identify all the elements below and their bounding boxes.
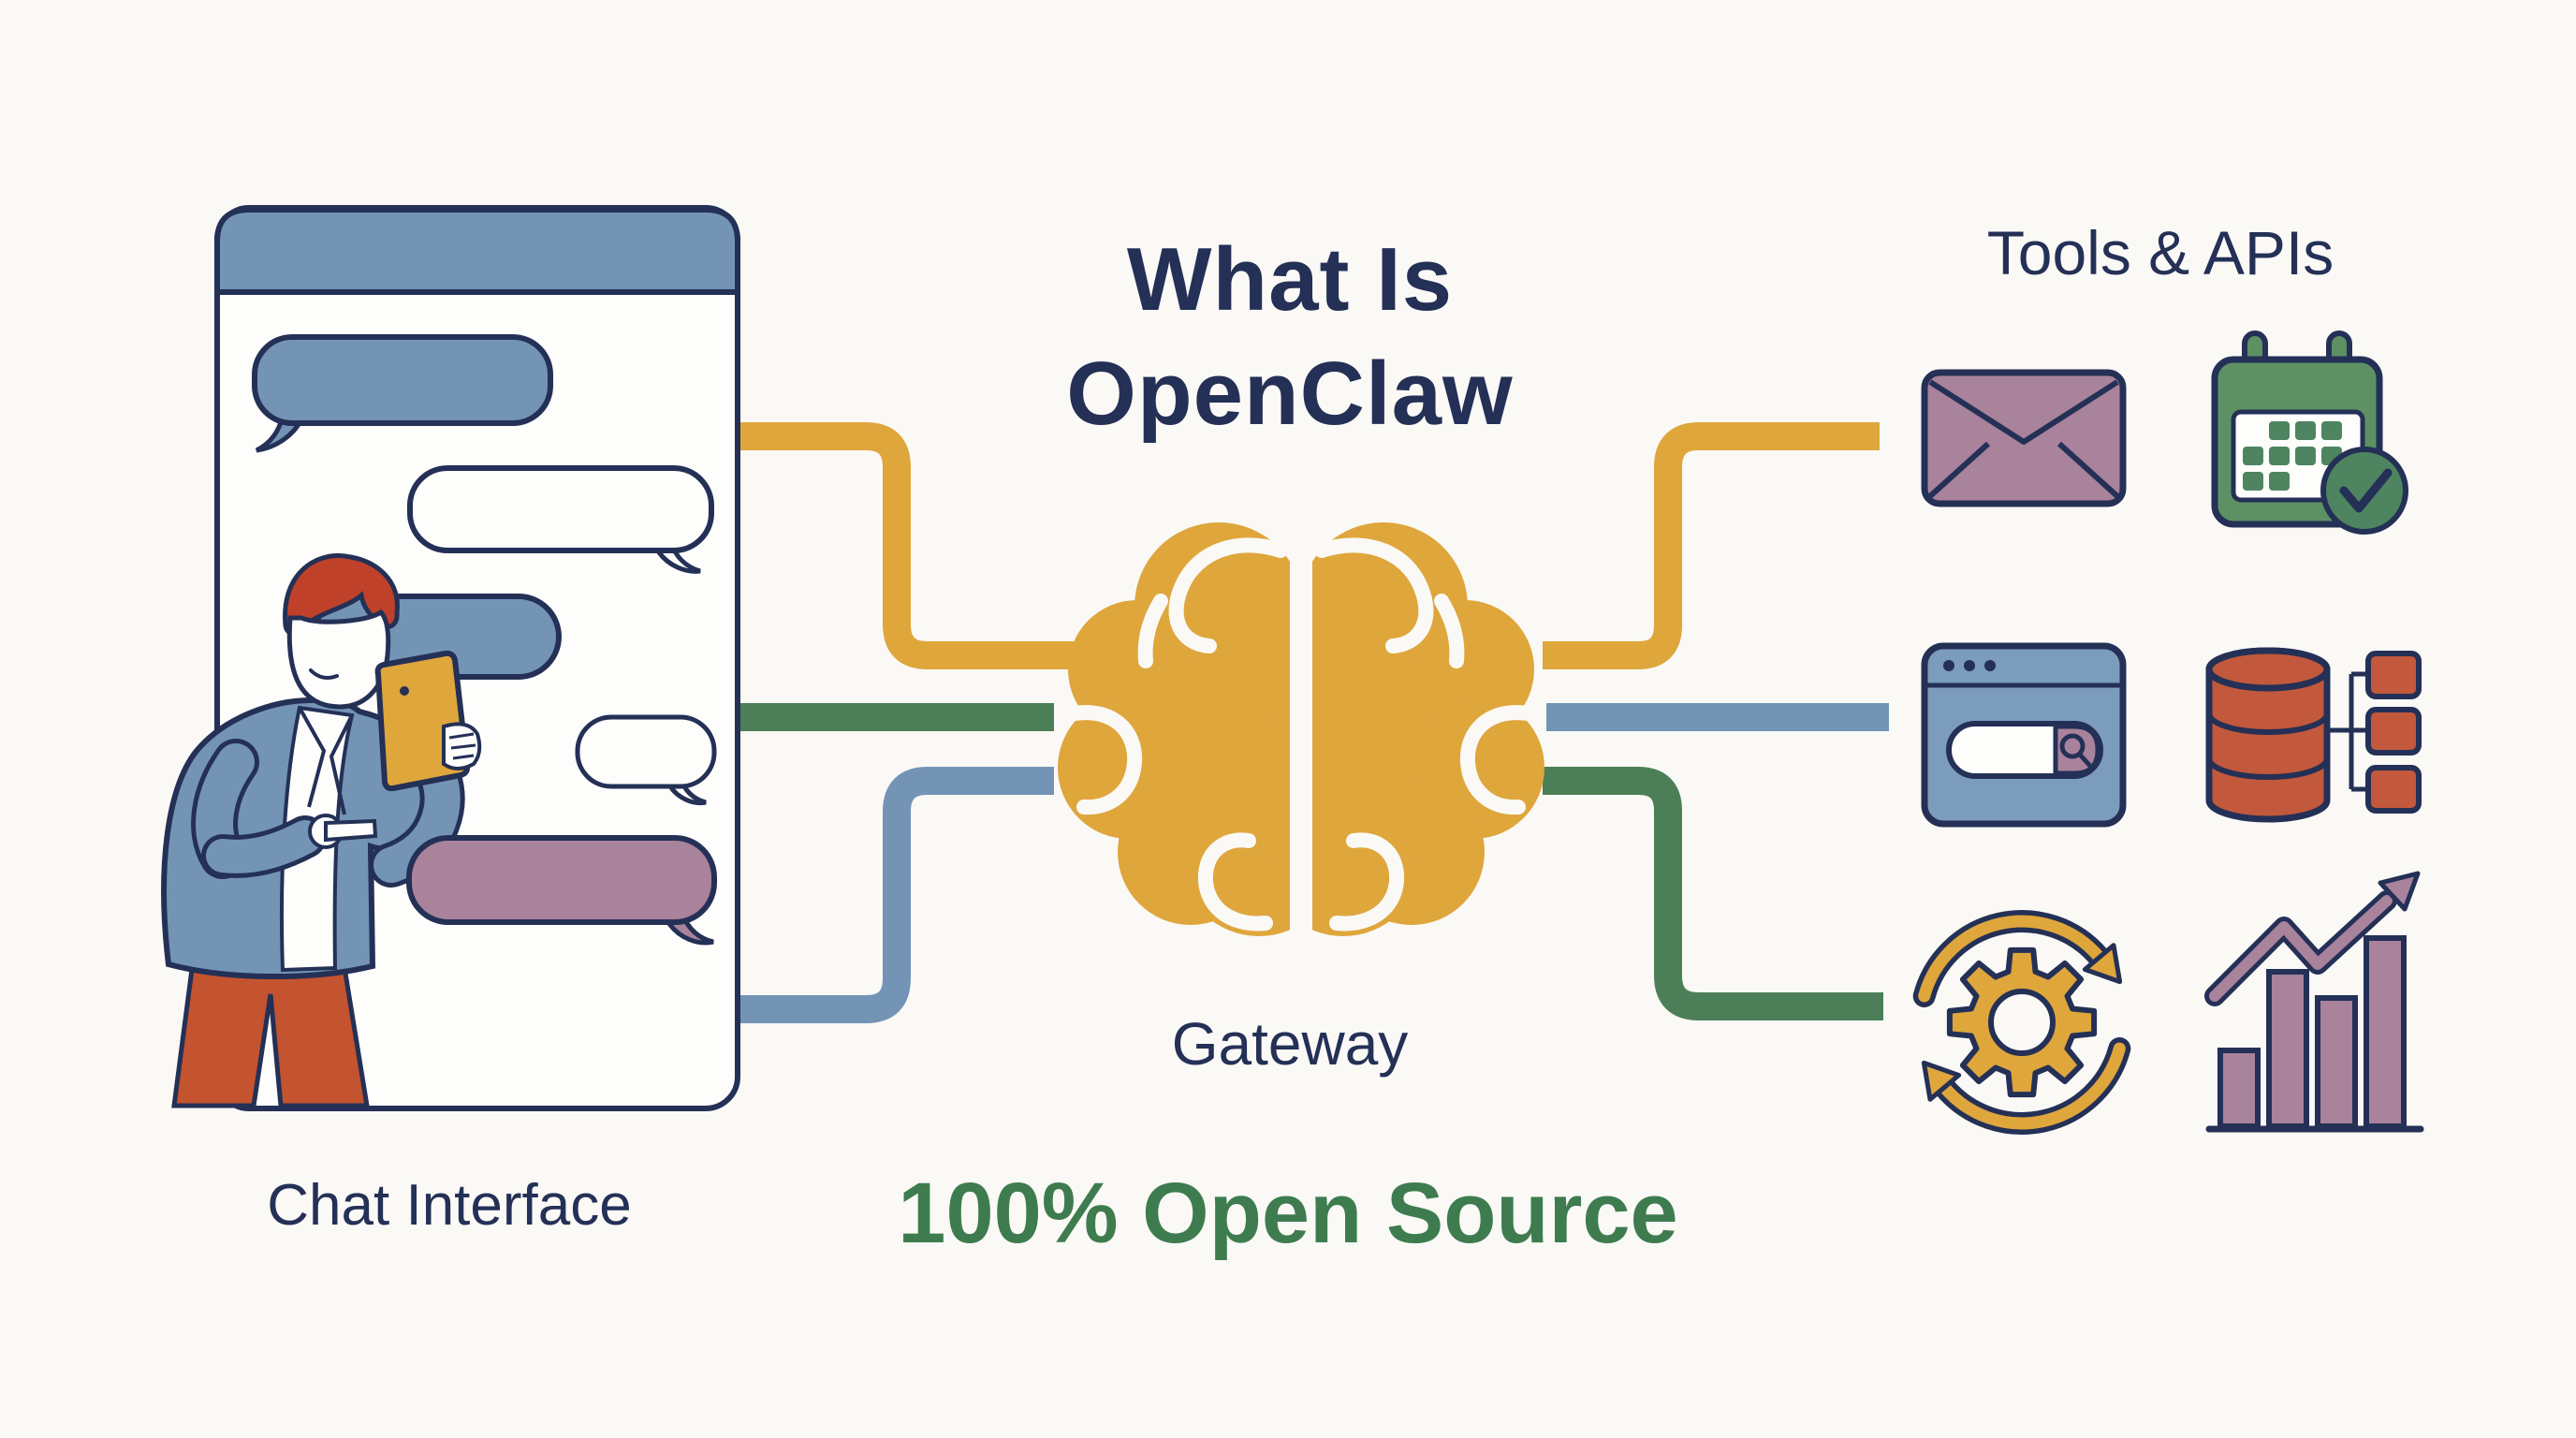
connector-left-gold bbox=[736, 422, 1075, 669]
analytics-chart-icon bbox=[2204, 871, 2424, 1133]
chat-bubble-purple bbox=[406, 835, 717, 946]
chat-interface-label: Chat Interface bbox=[267, 1173, 632, 1238]
brain-center-gap bbox=[1290, 517, 1312, 947]
phone-header-bar bbox=[214, 207, 740, 295]
gear bbox=[1946, 946, 2098, 1098]
open-source-label: 100% Open Source bbox=[898, 1166, 1678, 1261]
connector-right-green bbox=[1543, 767, 1883, 1020]
sync-arrows bbox=[1912, 910, 2131, 1135]
person-grip-hand bbox=[442, 722, 482, 770]
tools-apis-label: Tools & APIs bbox=[1986, 218, 2334, 287]
person-face bbox=[286, 609, 391, 710]
connector-left-blue bbox=[736, 767, 1054, 1023]
chat-interface-illustration bbox=[161, 205, 740, 1111]
person-illustration bbox=[161, 553, 482, 1108]
sync-gear-icon bbox=[1912, 910, 2131, 1135]
check-mark bbox=[2339, 468, 2393, 513]
chat-bubble-blue-1 bbox=[252, 334, 553, 453]
growth-arrow bbox=[2204, 871, 2421, 1006]
person-pointing-hand bbox=[308, 814, 378, 849]
magnifier-icon bbox=[2059, 733, 2092, 768]
calendar-check-icon bbox=[2211, 330, 2408, 535]
email-icon bbox=[1921, 369, 2127, 507]
page-title-line2: OpenClaw bbox=[1066, 344, 1514, 444]
chat-bubble-white-1 bbox=[407, 465, 714, 574]
browser-search-icon bbox=[1921, 642, 2127, 828]
database-icon bbox=[2205, 647, 2422, 823]
brain-icon bbox=[1058, 517, 1544, 947]
connector-right-gold bbox=[1543, 422, 1880, 669]
chat-bubble-white-2 bbox=[575, 714, 717, 806]
search-bar bbox=[1946, 721, 2103, 779]
person-pointing-arm bbox=[191, 739, 327, 879]
connectors-right bbox=[1543, 422, 1889, 1020]
gateway-label: Gateway bbox=[1171, 1010, 1409, 1078]
page-title: What Is OpenClaw bbox=[1066, 223, 1513, 451]
check-circle bbox=[2320, 447, 2408, 535]
connectors-left bbox=[736, 422, 1075, 1023]
page-title-line1: What Is bbox=[1126, 229, 1454, 330]
